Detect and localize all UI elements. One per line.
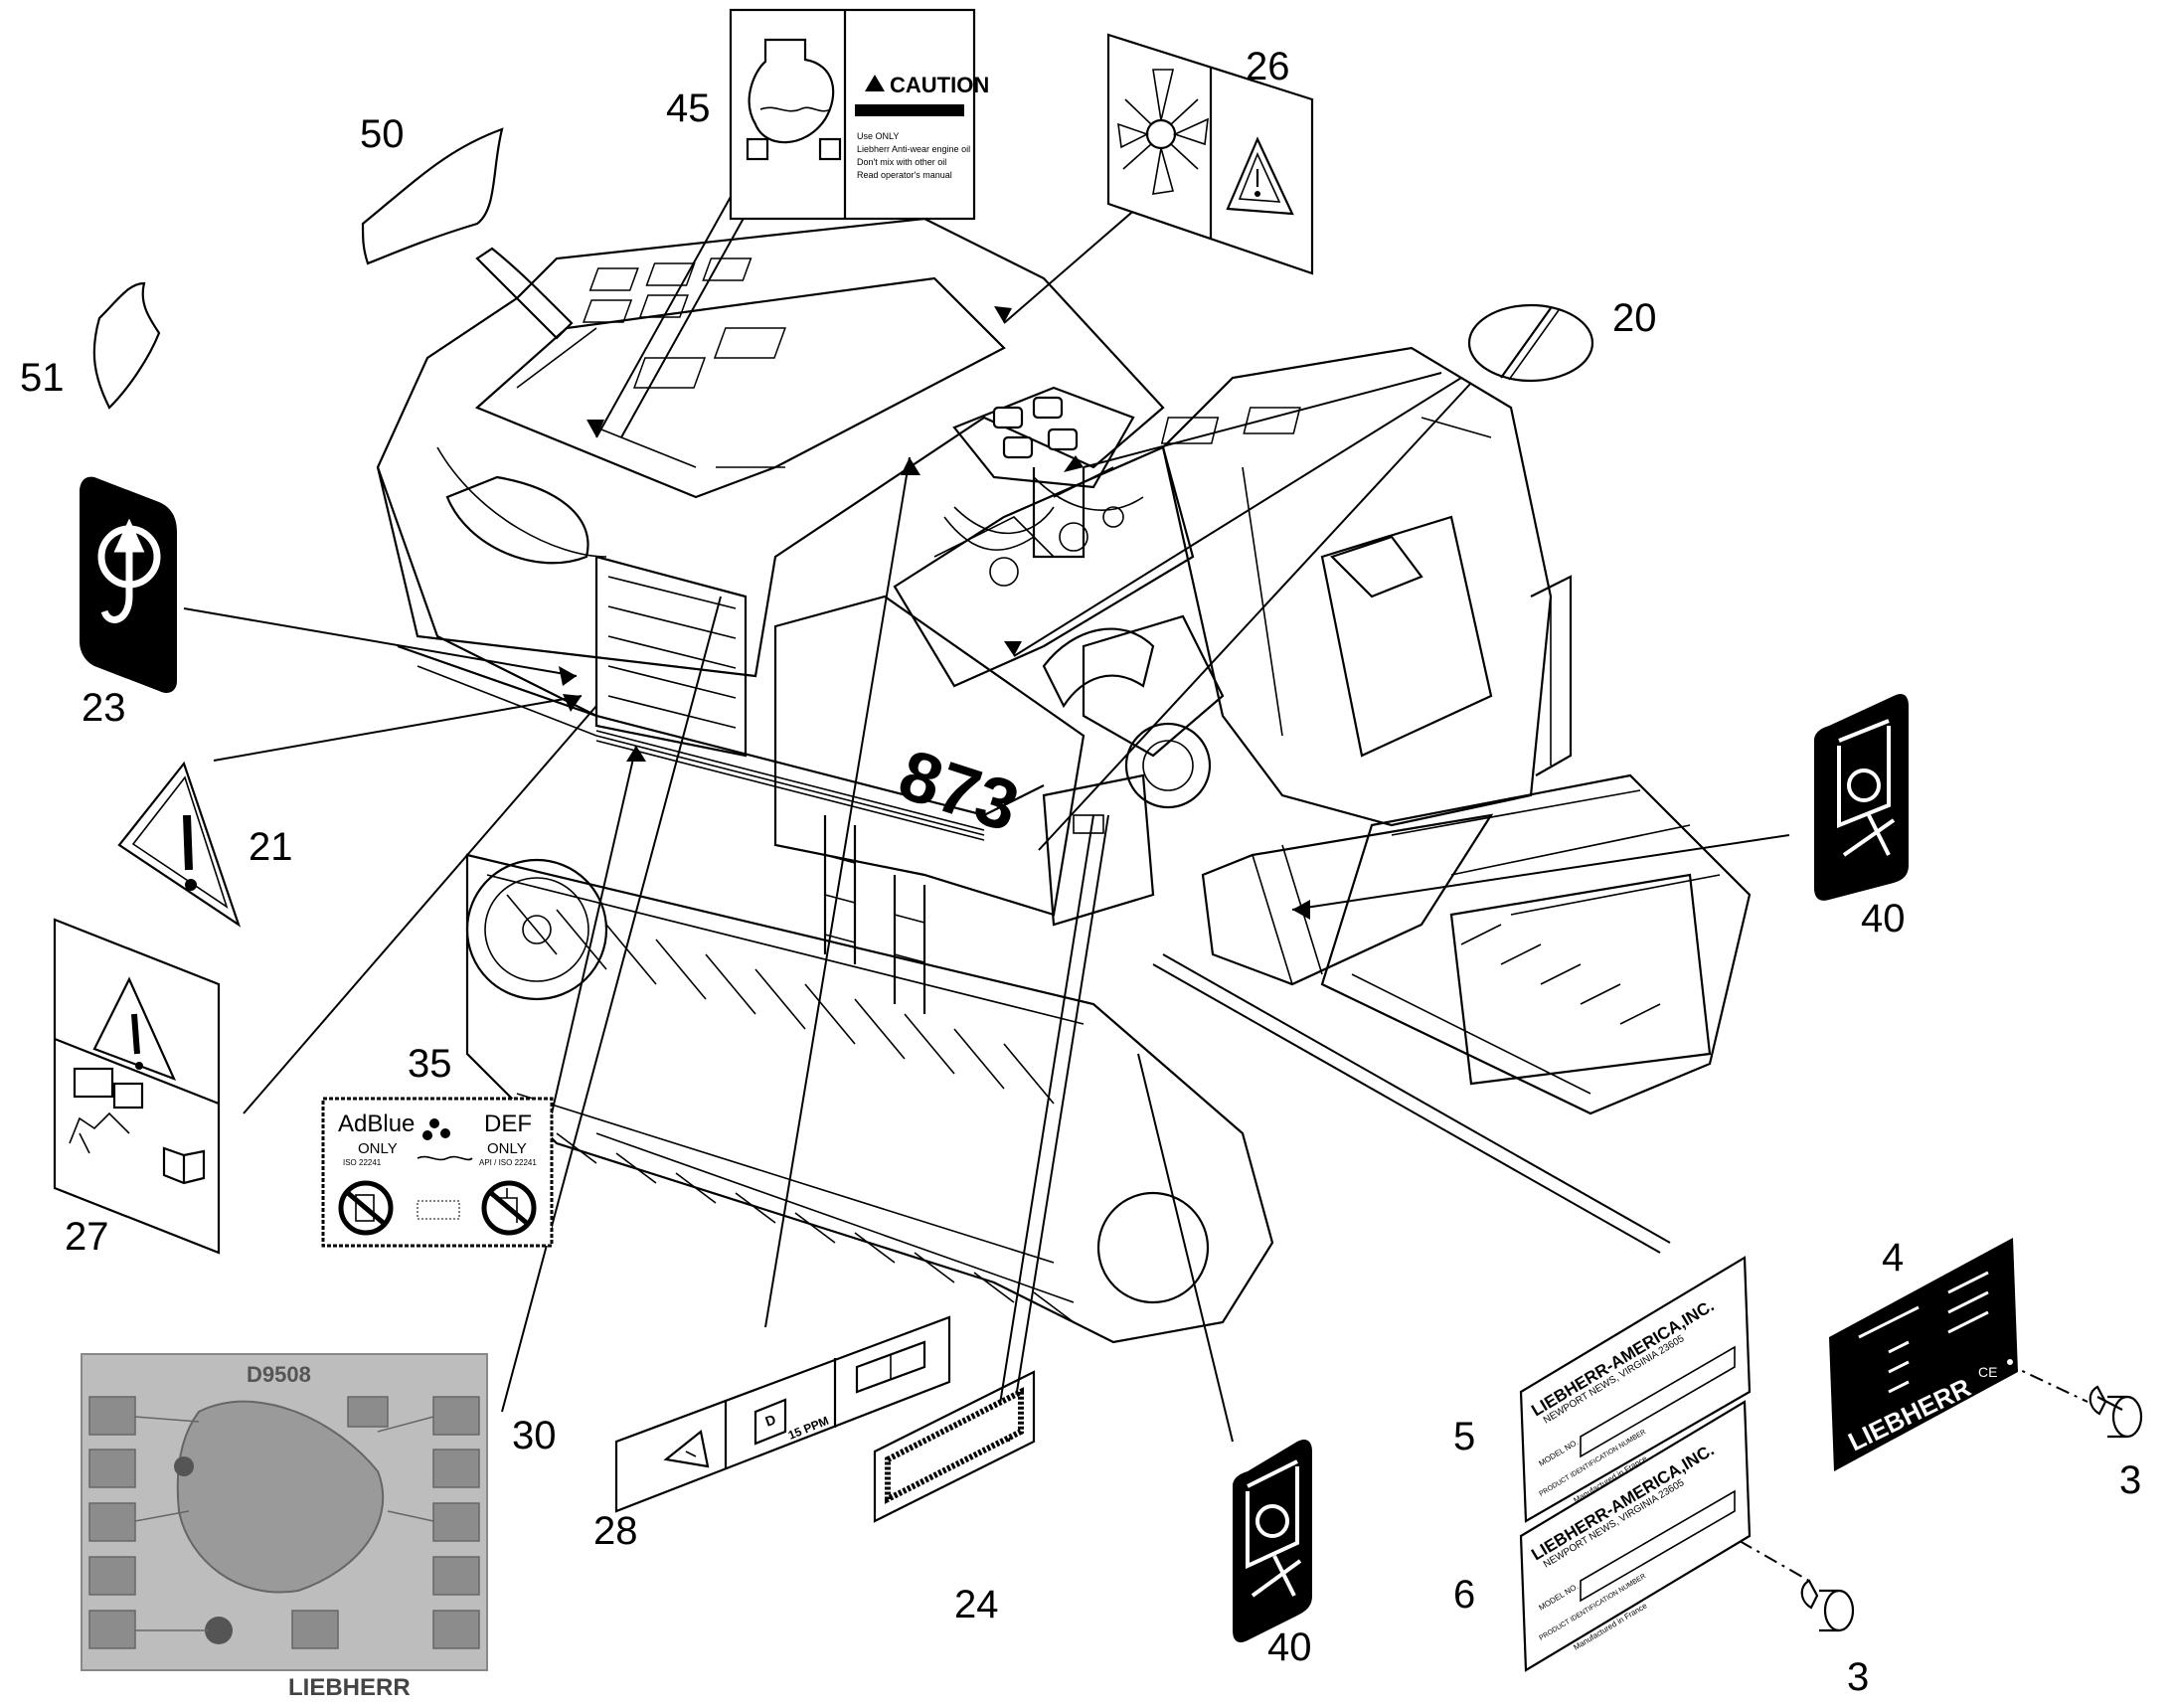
callout-23: 23 bbox=[82, 686, 126, 730]
drops-icon bbox=[422, 1118, 450, 1140]
screw-3-upper bbox=[2089, 1385, 2143, 1439]
callout-6: 6 bbox=[1453, 1573, 1475, 1617]
operator-cab bbox=[1160, 346, 1573, 827]
callout-27: 27 bbox=[65, 1215, 109, 1259]
callout-30: 30 bbox=[512, 1414, 557, 1457]
adblue-title: AdBlue bbox=[338, 1110, 415, 1137]
overview-title: D9508 bbox=[247, 1362, 311, 1387]
def-small: API / ISO 22241 bbox=[479, 1158, 537, 1167]
decal-23-lift-hook bbox=[80, 476, 177, 693]
lifting-hook-icon bbox=[97, 518, 161, 623]
decal-27-warning-panel bbox=[53, 918, 221, 1255]
def-title: DEF bbox=[484, 1110, 532, 1137]
callout-35: 35 bbox=[408, 1042, 452, 1086]
decal-50 bbox=[361, 127, 504, 265]
no-fuel-icon bbox=[338, 1180, 394, 1236]
callout-3-lower: 3 bbox=[1847, 1655, 1869, 1699]
decal-51 bbox=[92, 281, 161, 410]
callout-3-upper: 3 bbox=[2119, 1458, 2141, 1502]
decal-40-lower bbox=[1233, 1440, 1312, 1642]
overview-brand: LIEBHERR bbox=[288, 1674, 411, 1701]
decal-35-adblue-def: AdBlue ONLY ISO 22241 DEF ONLY API / ISO… bbox=[321, 1097, 554, 1248]
caution-line-2: Liebherr Anti-wear engine oil bbox=[857, 144, 970, 154]
plate-4-ce: CE bbox=[1978, 1364, 1997, 1380]
fan-icon bbox=[1117, 69, 1209, 195]
callout-28: 28 bbox=[593, 1509, 638, 1553]
callout-24: 24 bbox=[954, 1583, 999, 1626]
caution-line-4: Read operator's manual bbox=[857, 170, 952, 180]
callout-51: 51 bbox=[20, 356, 65, 400]
decal-45-caution-oil: CAUTION Use ONLY Liebherr Anti-wear engi… bbox=[729, 8, 989, 221]
warning-triangle-icon bbox=[1226, 136, 1294, 216]
excavator-illustration: 873 bbox=[376, 217, 1752, 1344]
callout-4: 4 bbox=[1882, 1236, 1904, 1280]
top-control-panel bbox=[952, 386, 1135, 559]
manual-icon bbox=[1837, 719, 1896, 857]
no-water-icon bbox=[481, 1180, 537, 1236]
callout-50: 50 bbox=[360, 112, 405, 156]
decal-21-warning-triangle bbox=[117, 761, 242, 928]
hydraulic-compartment bbox=[893, 445, 1225, 809]
callout-20: 20 bbox=[1612, 296, 1657, 340]
callout-40-upper: 40 bbox=[1861, 897, 1906, 940]
upper-structure: 873 bbox=[376, 217, 1165, 1014]
adblue-only: ONLY bbox=[358, 1140, 398, 1157]
callout-21: 21 bbox=[249, 825, 293, 869]
callout-45: 45 bbox=[666, 86, 711, 130]
far-crawler-track bbox=[1320, 773, 1752, 1115]
adblue-small: ISO 22241 bbox=[343, 1158, 382, 1167]
def-only: ONLY bbox=[487, 1140, 527, 1157]
decal-20-round bbox=[1467, 303, 1594, 383]
decal-26-fan-warning bbox=[1106, 33, 1314, 275]
screw-3-lower bbox=[1800, 1579, 1855, 1632]
callout-26: 26 bbox=[1246, 45, 1290, 88]
leader-lines bbox=[183, 178, 2089, 1582]
decal-30-overview: D9508 LIEBHERR bbox=[81, 1353, 488, 1701]
model-number-text: 873 bbox=[890, 735, 1028, 847]
callout-5: 5 bbox=[1453, 1415, 1475, 1458]
decal-4-data-plate: LIEBHERR CE bbox=[1829, 1238, 2018, 1471]
caution-header: CAUTION bbox=[890, 73, 989, 97]
manual-icon bbox=[1246, 1459, 1302, 1598]
caution-line-1: Use ONLY bbox=[857, 131, 899, 141]
rear-crawler-track bbox=[465, 853, 1274, 1344]
callout-numbers: 50 45 26 20 51 23 21 40 35 27 4 30 28 24… bbox=[20, 45, 2141, 1699]
decal-40-upper bbox=[1814, 694, 1909, 901]
decal-24 bbox=[873, 1370, 1036, 1523]
caution-line-3: Don't mix with other oil bbox=[857, 157, 946, 167]
arrow-heads bbox=[559, 306, 1310, 920]
callout-40-lower: 40 bbox=[1267, 1625, 1312, 1669]
